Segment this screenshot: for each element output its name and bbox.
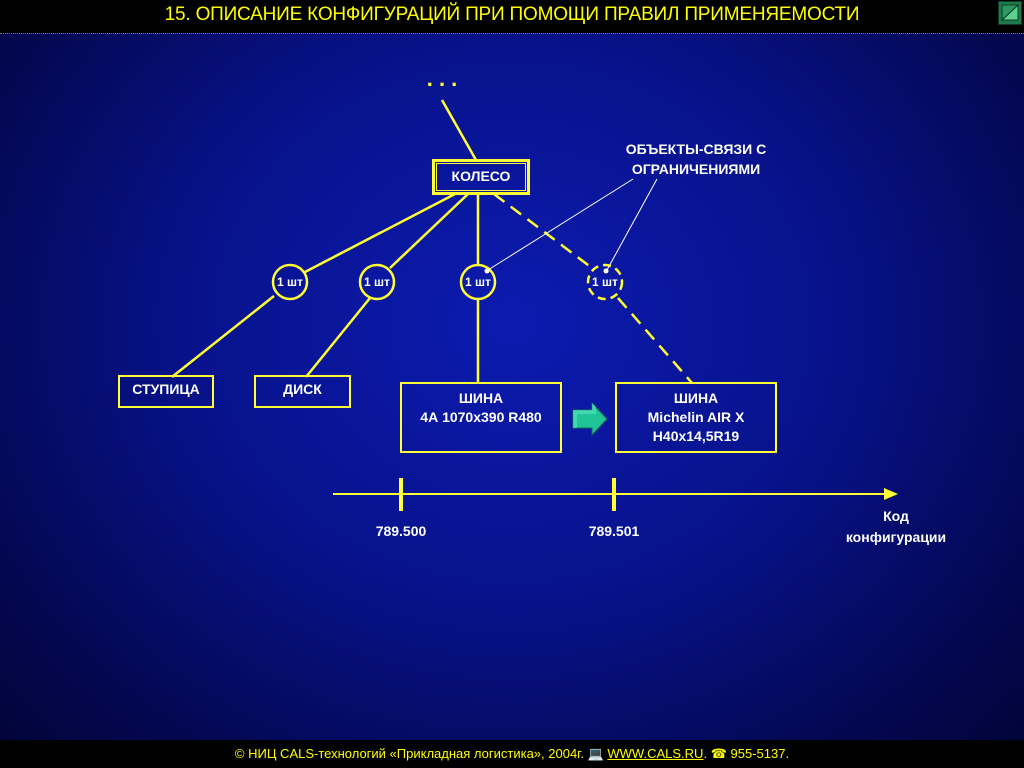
replacement-arrow-icon xyxy=(572,402,608,436)
qty-node-1 xyxy=(271,263,309,301)
qty-label-1: 1 шт xyxy=(277,275,303,289)
tire2-label-line2: Michelin AIR X xyxy=(647,409,745,425)
part-box-disc[interactable]: ДИСК xyxy=(254,375,351,408)
qty-label-3: 1 шт xyxy=(465,275,491,289)
config-axis-arrowhead xyxy=(884,488,898,500)
callout-dot-2 xyxy=(603,268,609,274)
connector-qty2-disc xyxy=(305,297,371,378)
page-title: 15. ОПИСАНИЕ КОНФИГУРАЦИЙ ПРИ ПОМОЩИ ПРА… xyxy=(164,4,860,25)
tire2-label-line3: H40x14,5R19 xyxy=(652,428,740,444)
qty-label-4: 1 шт xyxy=(592,275,618,289)
footer-copyright: © НИЦ CALS-технологий «Прикладная логист… xyxy=(234,746,584,761)
computer-icon: 💻 xyxy=(587,746,604,761)
connector-top xyxy=(440,99,478,161)
connector-qty4-tire2 xyxy=(617,297,693,384)
connector-root-qty2 xyxy=(389,193,469,269)
title-divider xyxy=(0,33,1024,34)
qty-node-4 xyxy=(586,263,624,301)
qty-label-2: 1 шт xyxy=(364,275,390,289)
callout-label-line1: ОБЪЕКТЫ-СВЯЗИ С xyxy=(625,141,767,157)
part-box-tire-2[interactable]: ШИНА Michelin AIR X H40x14,5R19 xyxy=(615,382,777,453)
callout-label: ОБЪЕКТЫ-СВЯЗИ С ОГРАНИЧЕНИЯМИ xyxy=(586,139,806,179)
tire1-label-line1: ШИНА xyxy=(458,390,504,406)
axis-tick-label-2: 789.501 xyxy=(588,523,640,539)
footer-phone: 955-5137. xyxy=(730,746,790,761)
nav-back-button[interactable] xyxy=(998,1,1022,25)
root-box-koleso[interactable]: КОЛЕСО xyxy=(432,159,530,195)
nav-back-icon xyxy=(1000,3,1020,22)
qty-node-2 xyxy=(358,263,396,301)
callout-line-2 xyxy=(606,178,658,271)
ellipsis-marker: . . . xyxy=(426,66,458,91)
axis-tick-label-1: 789.500 xyxy=(375,523,427,539)
title-bar: 15. ОПИСАНИЕ КОНФИГУРАЦИЙ ПРИ ПОМОЩИ ПРА… xyxy=(0,0,1024,33)
tire2-label-line1: ШИНА xyxy=(673,390,719,406)
phone-icon: ☎ xyxy=(710,746,727,761)
callout-dot-1 xyxy=(484,268,490,274)
root-label: КОЛЕСО xyxy=(451,168,511,184)
footer-bar: © НИЦ CALS-технологий «Прикладная логист… xyxy=(0,740,1024,768)
part-label-hub: СТУПИЦА xyxy=(132,381,200,397)
footer-text: © НИЦ CALS-технологий «Прикладная логист… xyxy=(234,746,790,761)
axis-label-line2: конфигурации xyxy=(845,529,947,545)
callout-label-line2: ОГРАНИЧЕНИЯМИ xyxy=(631,161,761,177)
part-label-disc: ДИСК xyxy=(283,381,322,397)
connector-qty1-hub xyxy=(171,295,275,378)
tire1-label-line2: 4А 1070х390 R480 xyxy=(420,409,542,425)
connector-root-qty1 xyxy=(304,192,456,274)
axis-label-line1: Код xyxy=(883,508,909,524)
callout-line-1 xyxy=(487,178,634,271)
axis-label: Код конфигурации xyxy=(826,506,966,548)
qty-node-3 xyxy=(459,263,497,301)
part-box-tire-1[interactable]: ШИНА 4А 1070х390 R480 xyxy=(400,382,562,453)
footer-website-link[interactable]: WWW.CALS.RU xyxy=(607,746,704,761)
part-box-hub[interactable]: СТУПИЦА xyxy=(118,375,214,408)
